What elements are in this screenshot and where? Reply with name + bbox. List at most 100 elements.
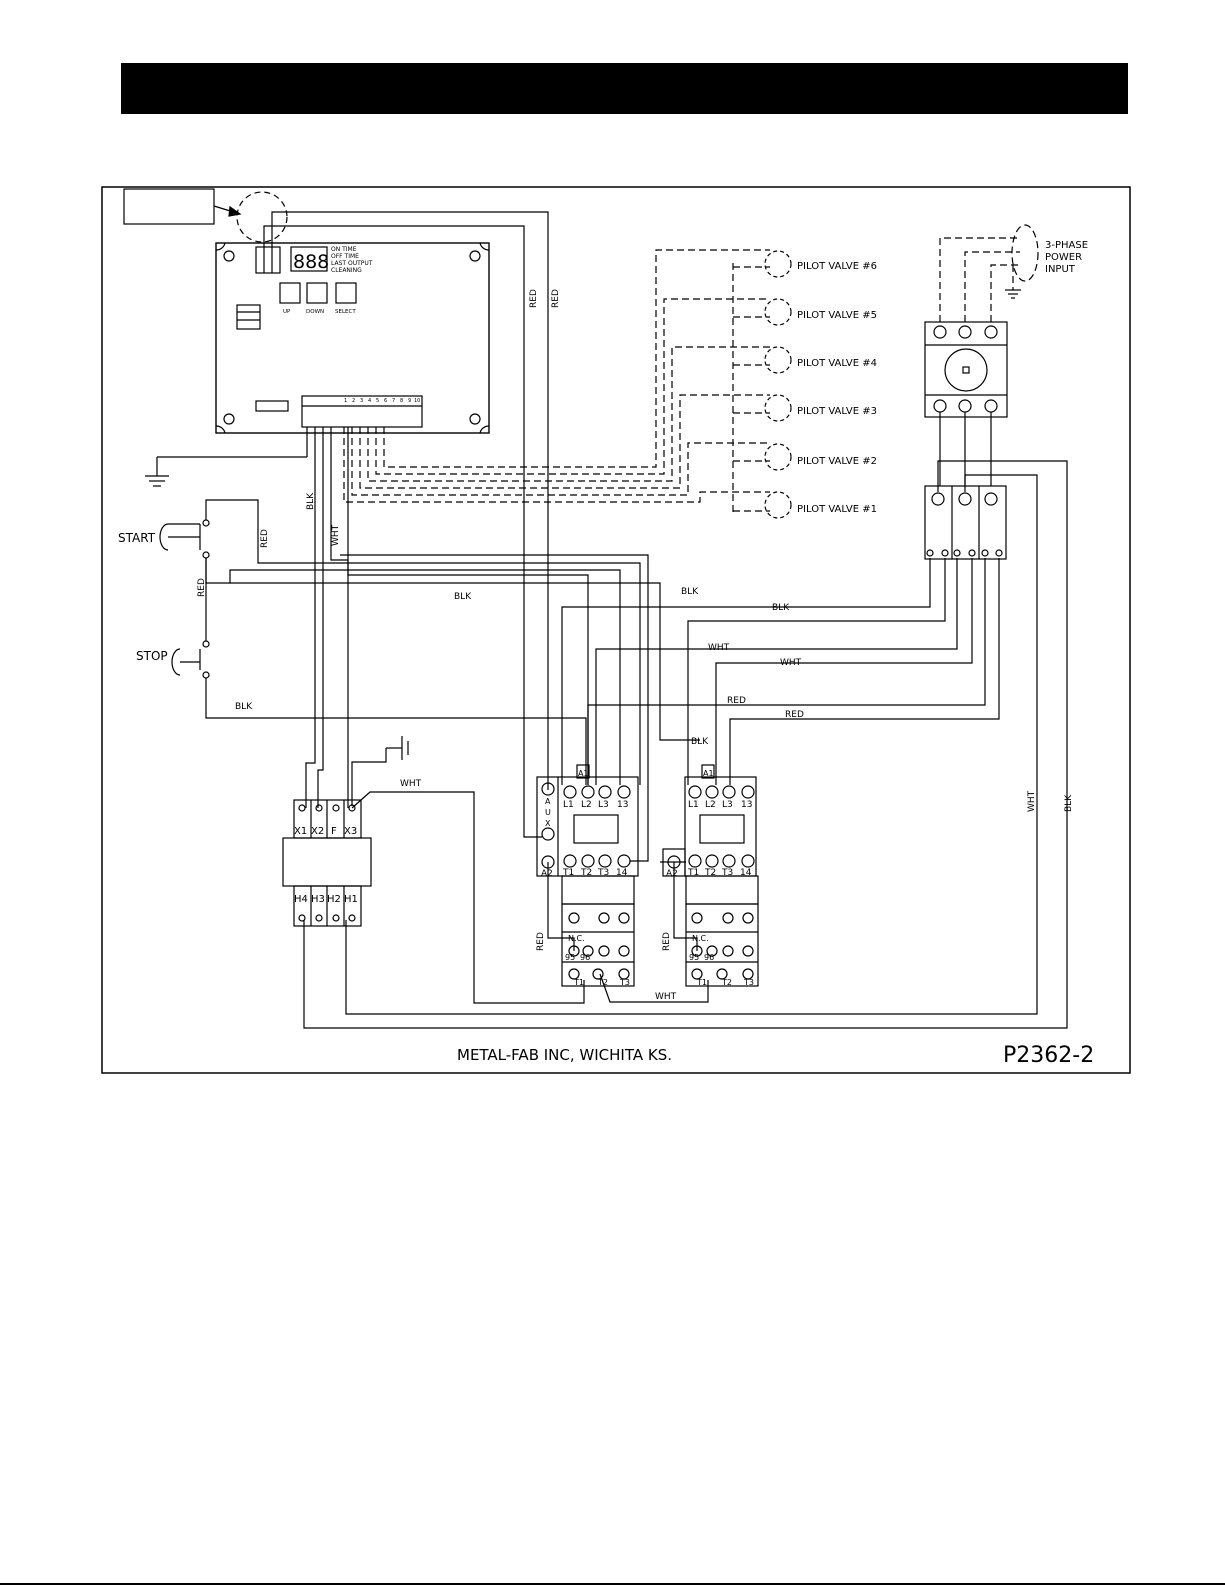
wire-label-wht-1: WHT xyxy=(331,524,341,546)
select-button[interactable] xyxy=(335,282,357,304)
wire-label-red-5: RED xyxy=(727,696,746,706)
pilot-valve-2-label: PILOT VALVE #2 xyxy=(797,456,877,467)
select-button-label: SELECT xyxy=(335,309,356,315)
supply-ground-icon xyxy=(1005,289,1021,299)
c1-ol-t1: T1 xyxy=(573,978,584,987)
wire-label-wht-4: WHT xyxy=(400,779,422,789)
terminal-label-1: 1 xyxy=(344,398,347,404)
transformer-x2: X2 xyxy=(311,826,324,837)
c1-14: 14 xyxy=(616,868,628,878)
transformer-f: F xyxy=(331,826,337,837)
transformer-h3: H3 xyxy=(311,894,325,905)
mode-label-off-time: OFF TIME xyxy=(331,253,359,260)
disconnect-knob-icon xyxy=(944,348,988,392)
wire-label-red-4: RED xyxy=(197,578,207,597)
c1-aux-u: U xyxy=(545,808,551,817)
transformer-x1: X1 xyxy=(294,826,307,837)
c1-t3: T3 xyxy=(597,868,609,878)
c1-l2: L2 xyxy=(581,800,592,810)
terminal-label-10: 10 xyxy=(414,398,420,404)
c2-ol-t1: T1 xyxy=(696,978,707,987)
transformer-h4: H4 xyxy=(294,894,308,905)
down-button[interactable] xyxy=(306,282,328,304)
wire-label-blk-7: BLK xyxy=(1064,794,1074,812)
c1-a1: A1 xyxy=(578,769,589,778)
c2-96: 96 xyxy=(704,953,714,962)
c2-95: 95 xyxy=(689,953,699,962)
wire-label-blk-4: BLK xyxy=(772,603,790,613)
up-button[interactable] xyxy=(279,282,301,304)
terminal-label-8: 8 xyxy=(400,398,403,404)
pilot-valve-1-label: PILOT VALVE #1 xyxy=(797,504,877,515)
ground-icon xyxy=(145,427,308,487)
c2-14: 14 xyxy=(740,868,752,878)
transformer-h2: H2 xyxy=(327,894,341,905)
terminal-label-5: 5 xyxy=(376,398,379,404)
c1-nc: N.C. xyxy=(568,934,585,943)
wire-label-red-7: RED xyxy=(536,932,546,951)
c2-t2: T2 xyxy=(704,868,716,878)
wire-label-red-3: RED xyxy=(260,529,270,548)
c1-aux-a: A xyxy=(545,797,551,806)
c1-ol-t3: T3 xyxy=(619,978,630,987)
c2-nc: N.C. xyxy=(692,934,709,943)
header-bar xyxy=(121,63,1128,114)
terminal-label-4: 4 xyxy=(368,398,371,404)
c2-l2: L2 xyxy=(705,800,716,810)
c1-t2: T2 xyxy=(580,868,592,878)
page-bottom-rule xyxy=(0,1583,1225,1585)
c2-a1: A1 xyxy=(703,769,714,778)
pilot-valve-bank xyxy=(343,249,770,515)
terminal-label-6: 6 xyxy=(384,398,387,404)
c2-ol-t3: T3 xyxy=(743,978,754,987)
power-distribution-block xyxy=(924,485,1007,560)
disconnect-switch xyxy=(924,321,1008,418)
c2-l3: L3 xyxy=(722,800,733,810)
power-input-label-3: INPUT xyxy=(1045,264,1076,275)
c1-96: 96 xyxy=(580,953,590,962)
wire-label-red-8: RED xyxy=(662,932,672,951)
pilot-valve-6-label: PILOT VALVE #6 xyxy=(797,261,877,272)
up-button-label: UP xyxy=(283,309,291,315)
wire-label-blk-2: BLK xyxy=(454,592,472,602)
start-label: START xyxy=(118,531,156,545)
c2-t1: T1 xyxy=(687,868,699,878)
c1-aux-x: X xyxy=(545,819,551,828)
transformer-h1: H1 xyxy=(344,894,358,905)
controller-buttons xyxy=(279,282,357,304)
terminal-label-9: 9 xyxy=(408,398,411,404)
c1-l3: L3 xyxy=(598,800,609,810)
stop-label: STOP xyxy=(136,649,168,663)
c1-l1: L1 xyxy=(563,800,574,810)
c2-13: 13 xyxy=(741,800,752,810)
wire-label-red-2: RED xyxy=(551,289,561,308)
start-pushbutton xyxy=(159,519,210,559)
down-button-label: DOWN xyxy=(306,309,324,315)
c2-l1: L1 xyxy=(688,800,699,810)
pilot-valve-4-label: PILOT VALVE #4 xyxy=(797,358,877,369)
callout-circle xyxy=(236,191,288,243)
wire-label-wht-2: WHT xyxy=(708,643,730,653)
stop-pushbutton xyxy=(171,640,210,679)
diagram-border xyxy=(101,186,1131,1074)
wire-label-blk-5: BLK xyxy=(235,702,253,712)
led-display-value: 888 xyxy=(293,251,329,273)
c2-t3: T3 xyxy=(721,868,733,878)
wire-label-blk-1: BLK xyxy=(306,492,316,510)
callout-box xyxy=(123,188,215,225)
pilot-valve-3-label: PILOT VALVE #3 xyxy=(797,406,877,417)
company-name: METAL-FAB INC, WICHITA KS. xyxy=(457,1046,672,1064)
c1-a2: A2 xyxy=(541,869,553,879)
mode-label-cleaning: CLEANING xyxy=(331,267,362,274)
transformer-ground-icon xyxy=(351,736,409,806)
led-display xyxy=(290,246,328,272)
terminal-label-3: 3 xyxy=(360,398,363,404)
power-input-label-1: 3-PHASE xyxy=(1045,240,1088,251)
power-input-label-2: POWER xyxy=(1045,252,1082,263)
terminal-label-2: 2 xyxy=(352,398,355,404)
c1-t1: T1 xyxy=(562,868,574,878)
pilot-valve-symbols xyxy=(764,250,792,519)
mode-label-last-output: LAST OUTPUT xyxy=(331,260,373,267)
controller-board xyxy=(215,242,490,434)
pilot-valve-5-label: PILOT VALVE #5 xyxy=(797,310,877,321)
